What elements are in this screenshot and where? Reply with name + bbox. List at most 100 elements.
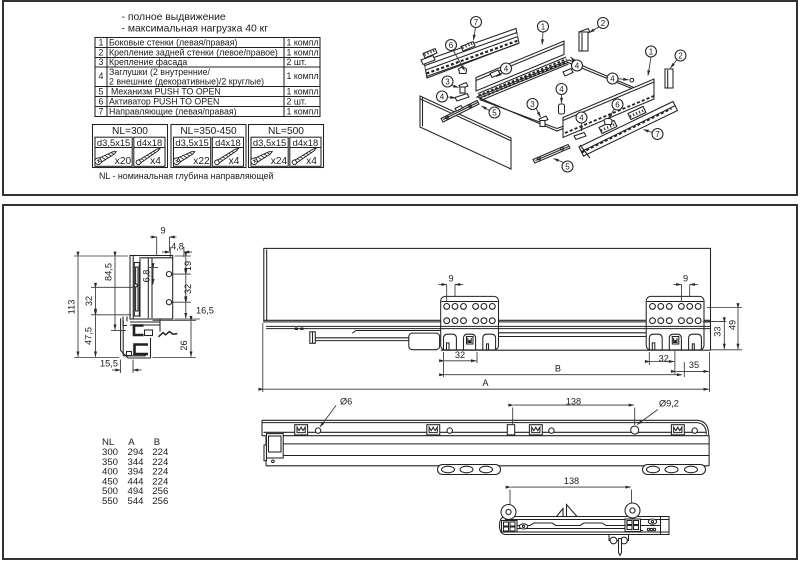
svg-text:47,5: 47,5 xyxy=(84,327,94,345)
svg-text:NL=300: NL=300 xyxy=(112,126,148,137)
svg-text:113: 113 xyxy=(67,300,77,315)
svg-text:9: 9 xyxy=(683,274,688,284)
svg-text:Крепление задней стенки (левое: Крепление задней стенки (левое/правое) xyxy=(109,48,278,58)
svg-text:7: 7 xyxy=(655,130,660,139)
svg-text:4: 4 xyxy=(575,62,580,71)
svg-text:32: 32 xyxy=(183,284,193,294)
svg-text:- полное выдвижение: - полное выдвижение xyxy=(122,12,226,23)
svg-text:6: 6 xyxy=(99,97,104,107)
svg-text:Крепление фасада: Крепление фасада xyxy=(109,57,187,67)
svg-text:Боковые стенки (левая/правая): Боковые стенки (левая/правая) xyxy=(109,38,238,48)
svg-text:d4x18: d4x18 xyxy=(293,137,319,148)
svg-text:4: 4 xyxy=(610,75,615,84)
svg-text:7: 7 xyxy=(99,107,104,117)
svg-text:NL: NL xyxy=(102,437,115,448)
svg-text:Ø9,2: Ø9,2 xyxy=(659,399,679,409)
svg-text:6: 6 xyxy=(615,101,620,110)
svg-text:3: 3 xyxy=(530,100,535,109)
svg-text:33: 33 xyxy=(713,326,723,336)
svg-text:Ø6: Ø6 xyxy=(340,397,352,407)
svg-text:9: 9 xyxy=(160,226,165,236)
svg-text:15,5: 15,5 xyxy=(100,359,118,369)
svg-text:256: 256 xyxy=(152,486,168,497)
svg-text:2: 2 xyxy=(601,19,606,28)
svg-text:138: 138 xyxy=(566,396,581,406)
svg-text:1: 1 xyxy=(649,48,654,57)
svg-text:32: 32 xyxy=(659,354,669,364)
svg-text:A: A xyxy=(128,437,135,448)
svg-text:x4: x4 xyxy=(229,156,240,167)
svg-text:394: 394 xyxy=(128,467,145,478)
svg-text:x20: x20 xyxy=(115,156,132,167)
svg-text:1: 1 xyxy=(99,38,104,48)
svg-text:2: 2 xyxy=(678,52,683,61)
svg-text:NL=500: NL=500 xyxy=(268,126,304,137)
svg-text:84,5: 84,5 xyxy=(104,263,114,281)
svg-text:A: A xyxy=(482,378,489,388)
svg-text:Механизм PUSH TO OPEN: Механизм PUSH TO OPEN xyxy=(111,87,221,97)
svg-text:138: 138 xyxy=(564,476,579,486)
svg-text:450: 450 xyxy=(102,476,118,487)
svg-text:9: 9 xyxy=(448,274,453,284)
svg-text:B: B xyxy=(555,364,561,374)
svg-text:19: 19 xyxy=(183,261,193,271)
svg-text:256: 256 xyxy=(152,496,168,507)
svg-text:d3,5x15: d3,5x15 xyxy=(97,137,130,148)
svg-text:32: 32 xyxy=(84,296,94,306)
svg-text:7: 7 xyxy=(474,18,479,27)
svg-text:6: 6 xyxy=(449,41,454,50)
svg-text:Заглушки (2 внутренние/: Заглушки (2 внутренние/ xyxy=(109,67,211,77)
svg-text:4: 4 xyxy=(99,71,104,81)
svg-text:x22: x22 xyxy=(193,156,210,167)
svg-text:d4x18: d4x18 xyxy=(137,137,163,148)
svg-text:224: 224 xyxy=(152,467,169,478)
svg-text:500: 500 xyxy=(102,486,118,497)
svg-text:NL=350-450: NL=350-450 xyxy=(180,126,237,137)
svg-text:16,5: 16,5 xyxy=(196,306,214,316)
svg-text:5: 5 xyxy=(565,163,570,172)
svg-text:1 компл.: 1 компл. xyxy=(287,48,322,58)
svg-text:35: 35 xyxy=(689,360,699,370)
svg-text:Направляющие (левая/правая): Направляющие (левая/правая) xyxy=(109,107,237,117)
svg-text:344: 344 xyxy=(128,457,145,468)
svg-text:1 компл.: 1 компл. xyxy=(287,107,322,117)
svg-text:Активатор PUSH TO OPEN: Активатор PUSH TO OPEN xyxy=(109,97,219,107)
svg-text:- максимальная нагрузка 40 кг: - максимальная нагрузка 40 кг xyxy=(122,24,269,35)
svg-text:d3,5x15: d3,5x15 xyxy=(175,137,208,148)
svg-text:2: 2 xyxy=(99,48,104,58)
svg-text:544: 544 xyxy=(128,496,145,507)
svg-text:4,8: 4,8 xyxy=(171,242,184,252)
svg-text:3: 3 xyxy=(445,78,450,87)
svg-text:550: 550 xyxy=(102,496,118,507)
svg-text:4: 4 xyxy=(440,93,445,102)
svg-text:2 внешние (декоративные)/2 кру: 2 внешние (декоративные)/2 круглые) xyxy=(109,77,264,87)
svg-text:2 шт.: 2 шт. xyxy=(287,57,307,67)
svg-text:32: 32 xyxy=(455,350,465,360)
svg-text:NL - номинальная глубина напра: NL - номинальная глубина направляющей xyxy=(99,171,273,181)
svg-text:26: 26 xyxy=(179,340,189,350)
svg-text:1 компл.: 1 компл. xyxy=(287,87,322,97)
svg-text:300: 300 xyxy=(102,447,118,458)
svg-text:d3,5x15: d3,5x15 xyxy=(253,137,286,148)
svg-text:5: 5 xyxy=(99,87,104,97)
svg-text:3: 3 xyxy=(99,57,104,67)
svg-text:400: 400 xyxy=(102,467,118,478)
svg-text:49: 49 xyxy=(727,320,737,330)
svg-text:494: 494 xyxy=(128,486,145,497)
svg-text:x4: x4 xyxy=(150,156,161,167)
svg-text:224: 224 xyxy=(152,457,169,468)
svg-text:1 компл.: 1 компл. xyxy=(287,38,322,48)
svg-text:5: 5 xyxy=(492,109,497,118)
svg-text:444: 444 xyxy=(128,476,145,487)
svg-text:4: 4 xyxy=(579,114,584,123)
svg-text:x24: x24 xyxy=(271,156,288,167)
svg-text:1 компл.: 1 компл. xyxy=(287,71,322,81)
svg-text:6,8: 6,8 xyxy=(142,270,152,283)
svg-text:1: 1 xyxy=(541,23,546,32)
svg-text:d4x18: d4x18 xyxy=(215,137,241,148)
svg-text:294: 294 xyxy=(128,447,145,458)
svg-text:2 шт.: 2 шт. xyxy=(287,97,307,107)
svg-text:B: B xyxy=(154,437,160,448)
svg-text:224: 224 xyxy=(152,447,169,458)
svg-text:4: 4 xyxy=(559,85,564,94)
